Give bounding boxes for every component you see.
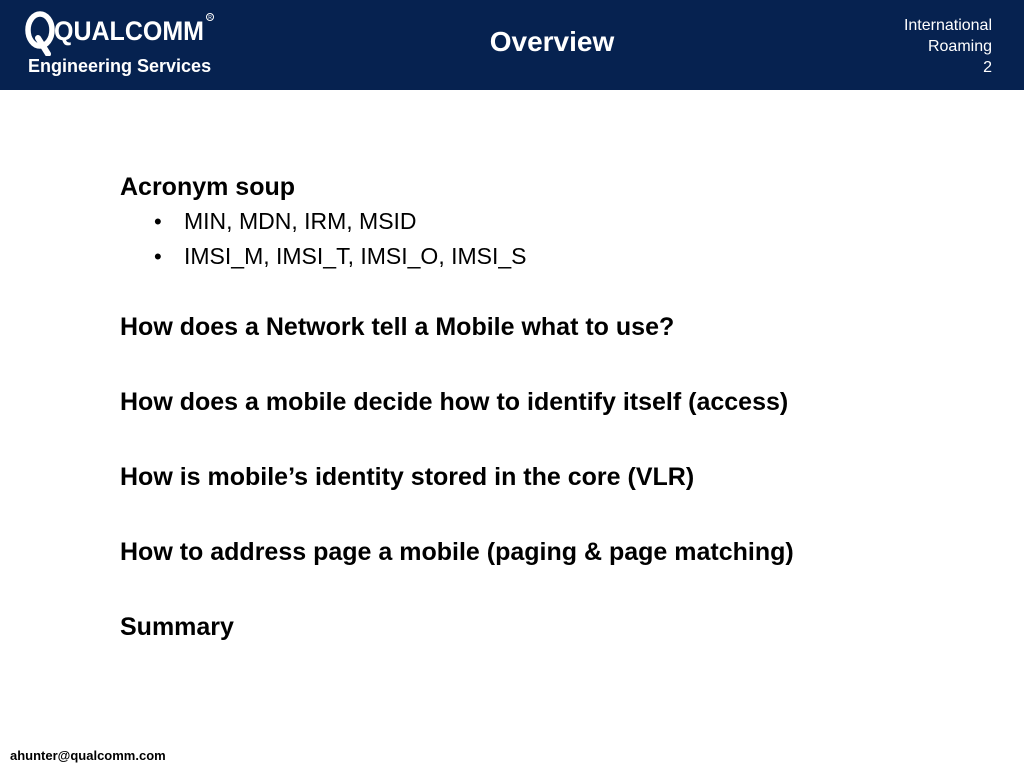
list-item: • IMSI_M, IMSI_T, IMSI_O, IMSI_S — [120, 239, 980, 274]
bullet-text: MIN, MDN, IRM, MSID — [184, 208, 417, 234]
header-topic-line2: Roaming — [927, 38, 992, 55]
heading-identity-stored: How is mobile’s identity stored in the c… — [120, 463, 695, 491]
heading-network-tell-mobile: How does a Network tell a Mobile what to… — [120, 313, 675, 341]
bullet-icon: • — [154, 244, 162, 269]
qualcomm-logo: QUALCOMM R — [25, 11, 214, 56]
heading-mobile-identify: How does a mobile decide how to identify… — [120, 388, 789, 416]
heading-address-page: How to address page a mobile (paging & p… — [120, 538, 794, 566]
bullet-icon: • — [154, 209, 162, 234]
slide-title: Overview — [489, 26, 615, 57]
slide-header: QUALCOMM R Engineering Services Overview… — [0, 0, 1024, 90]
logo-wordmark: QUALCOMM — [54, 16, 204, 46]
logo-subtitle: Engineering Services — [28, 56, 212, 76]
footer-email: ahunter@qualcomm.com — [10, 748, 166, 763]
slide-body: Acronym soup • MIN, MDN, IRM, MSID • IMS… — [120, 170, 980, 644]
header-topic-line1: International — [903, 17, 992, 34]
bullet-text: IMSI_M, IMSI_T, IMSI_O, IMSI_S — [184, 243, 527, 269]
acronym-bullet-list: • MIN, MDN, IRM, MSID • IMSI_M, IMSI_T, … — [120, 204, 980, 274]
header-right-info: International Roaming 2 — [904, 15, 992, 78]
list-item: • MIN, MDN, IRM, MSID — [120, 204, 980, 239]
svg-text:R: R — [208, 15, 212, 21]
heading-summary: Summary — [120, 613, 234, 641]
page-number: 2 — [983, 59, 992, 76]
heading-acronym-soup: Acronym soup — [120, 173, 296, 201]
